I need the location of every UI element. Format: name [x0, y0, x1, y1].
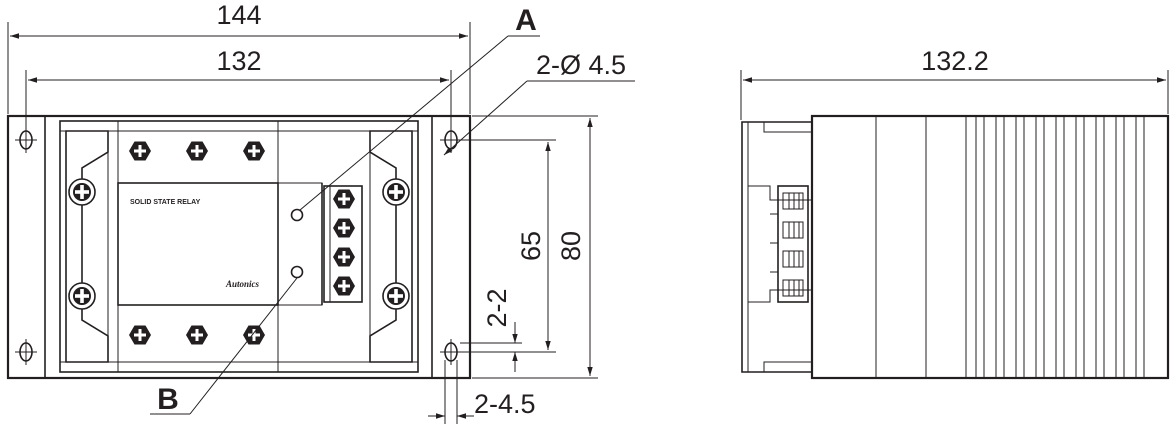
terminal-screw-4 — [333, 276, 355, 296]
dim-label: 65 — [516, 231, 546, 261]
dim-label: 132 — [216, 46, 261, 76]
callout-b: B — [150, 277, 298, 416]
dim-label: 144 — [216, 0, 261, 30]
mount-screw-icon — [68, 282, 96, 310]
front-view: SOLID STATE RELAY Autonics — [6, 114, 472, 380]
mount-hole-icon — [14, 338, 38, 366]
load-screw-bottom-1 — [129, 325, 151, 345]
side-terminal-block — [777, 185, 809, 303]
heatsink-frame — [59, 120, 419, 373]
dim-label: 80 — [556, 231, 586, 261]
dim-label: 2-4.5 — [474, 389, 536, 419]
mount-hole-icon — [439, 338, 463, 366]
control-terminal-block — [323, 185, 363, 303]
dim-label: 132.2 — [921, 46, 989, 76]
side-terminal-screws — [782, 192, 804, 297]
load-screw-top-1 — [129, 141, 151, 161]
left-bracket — [65, 130, 109, 363]
terminal-screw-1 — [333, 189, 355, 209]
indicator-led-b — [290, 265, 304, 279]
callout-label: A — [515, 4, 537, 37]
dim-overall-width: 144 — [7, 0, 471, 114]
callout-label: B — [157, 383, 179, 416]
side-cover — [741, 121, 812, 373]
side-heatsink-body — [810, 114, 1170, 380]
mount-screw-icon — [382, 178, 410, 206]
right-bracket — [369, 130, 413, 363]
mount-screw-icon — [382, 282, 410, 310]
heatsink-fins — [975, 116, 1145, 378]
indicator-led-a — [290, 208, 304, 222]
dim-depth: 132.2 — [740, 46, 1169, 120]
load-screw-top-2 — [186, 141, 208, 161]
nameplate-text: SOLID STATE RELAY — [130, 199, 201, 206]
brand-logo: Autonics — [225, 279, 260, 289]
side-view — [741, 114, 1170, 380]
dim-slot-width: 2-2 — [460, 288, 522, 372]
dim-hole-spec: 2-Ø 4.5 — [443, 50, 635, 156]
load-screw-bottom-2 — [186, 325, 208, 345]
terminal-screw-2 — [333, 218, 355, 238]
dim-label: 2-2 — [482, 288, 512, 327]
mount-hole-icon — [14, 126, 38, 154]
dim-slot-length: 2-4.5 — [428, 360, 536, 424]
terminal-screw-3 — [333, 247, 355, 267]
dim-label: 2-Ø 4.5 — [536, 50, 626, 80]
callout-a: A — [299, 4, 540, 211]
nameplate — [117, 182, 279, 306]
front-outline — [6, 114, 472, 380]
dim-mount-pitch: 132 — [25, 46, 452, 128]
load-screw-top-3 — [243, 141, 265, 161]
dim-overall-height: 80 — [472, 115, 598, 379]
mount-screw-icon — [68, 178, 96, 206]
